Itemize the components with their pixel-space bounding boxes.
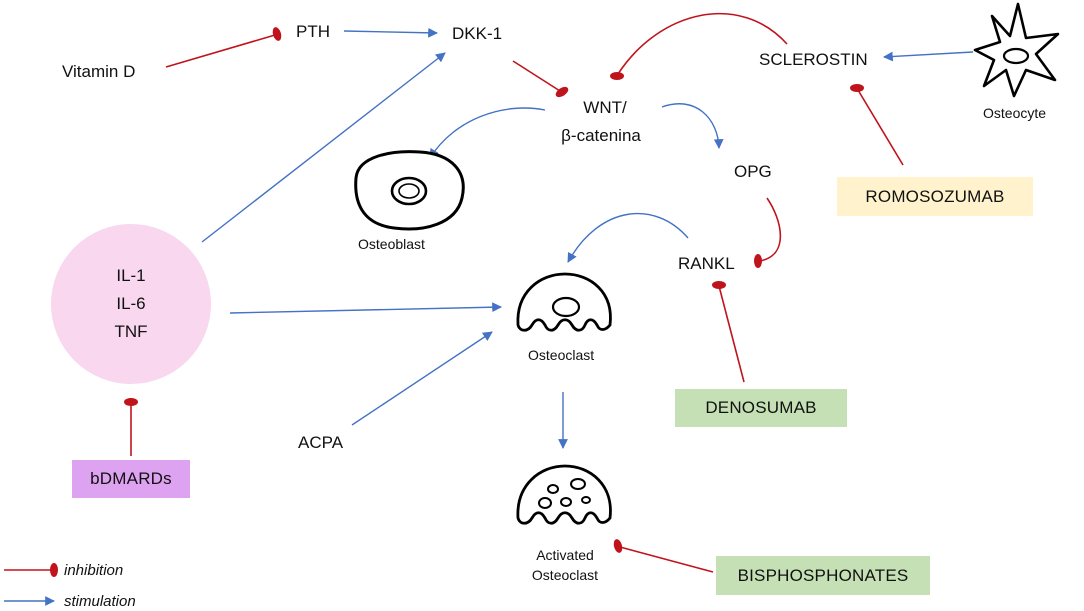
sclerostin-label: SCLEROSTIN xyxy=(759,50,868,69)
inhibition-heads xyxy=(124,27,864,553)
inhibition-head xyxy=(712,281,726,289)
edge-acpa-stimulates-osteoclast xyxy=(351,331,493,426)
cytokine-il1: IL-1 xyxy=(116,266,146,285)
wnt-label: WNT/ β-catenina xyxy=(550,98,660,146)
denosumab-box: DENOSUMAB xyxy=(675,389,847,427)
osteoclast-label: Osteoclast xyxy=(528,347,595,363)
edge-sclerostin-inhibits-wnt xyxy=(617,12,788,75)
romosozumab-box: ROMOSOZUMAB xyxy=(837,177,1033,216)
edge-wnt-stimulates-opg xyxy=(661,103,724,149)
activated-label-line1: Activated xyxy=(536,547,594,563)
edge-cytokines-stimulate-dkk1 xyxy=(201,52,446,243)
edge-denosumab-inhibits-rankl xyxy=(718,285,745,383)
inhibition-edges xyxy=(130,12,904,573)
activated-label-line2: Osteoclast xyxy=(531,567,599,583)
legend-inhibition: inhibition xyxy=(64,562,124,579)
osteoclast-icon xyxy=(516,272,612,332)
legend-stimulation: stimulation xyxy=(64,593,136,610)
stimulation-edges xyxy=(201,27,974,449)
edge-romosozumab-inhibits-sclerostin xyxy=(857,89,904,166)
activated-osteoclast-icon xyxy=(516,464,612,525)
edge-cytokines-stimulate-osteoclast xyxy=(229,302,502,314)
edge-opg-inhibits-rankl xyxy=(759,197,782,262)
wnt-label-line1: WNT/ xyxy=(583,98,627,117)
vitamin-d-label: Vitamin D xyxy=(62,62,136,81)
acpa-label: ACPA xyxy=(298,433,344,452)
edge-dkk1-inhibits-wnt xyxy=(512,60,561,92)
cytokine-circle: IL-1 IL-6 TNF xyxy=(51,224,211,384)
edge-rankl-stimulates-osteoclast xyxy=(567,212,689,263)
osteocyte-icon xyxy=(973,2,1060,98)
rankl-label: RANKL xyxy=(678,254,735,273)
inhibition-head xyxy=(124,398,138,406)
cytokine-il6: IL-6 xyxy=(116,294,146,313)
pth-label: PTH xyxy=(296,22,330,41)
cytokine-tnf: TNF xyxy=(114,322,148,341)
activated-osteoclast-label: Activated Osteoclast xyxy=(510,547,620,584)
bdmards-box: bDMARDs xyxy=(72,460,190,498)
inhibition-head xyxy=(850,84,864,92)
osteoblast-icon xyxy=(354,150,465,231)
wnt-label-line2: β-catenina xyxy=(561,126,641,145)
inhibition-head xyxy=(272,27,282,41)
inhibition-head xyxy=(754,254,762,268)
edge-pth-stimulates-dkk1 xyxy=(343,27,438,38)
edge-vitamind-inhibits-pth xyxy=(165,34,276,68)
dkk1-label: DKK-1 xyxy=(452,24,503,43)
legend-glyphs xyxy=(4,563,58,606)
inhibition-head xyxy=(613,539,623,553)
inhibition-head xyxy=(555,86,569,98)
opg-label: OPG xyxy=(734,162,772,181)
osteoblast-label: Osteoblast xyxy=(358,236,425,252)
edge-bisphosphonates-inhibits-activated xyxy=(619,546,714,573)
edge-osteocyte-stimulates-sclerostin xyxy=(883,51,974,62)
edge-wnt-stimulates-osteoblast xyxy=(429,107,546,159)
inhibition-head xyxy=(610,72,624,80)
osteocyte-label: Osteocyte xyxy=(983,105,1047,121)
bisphosphonates-box: BISPHOSPHONATES xyxy=(716,556,930,595)
